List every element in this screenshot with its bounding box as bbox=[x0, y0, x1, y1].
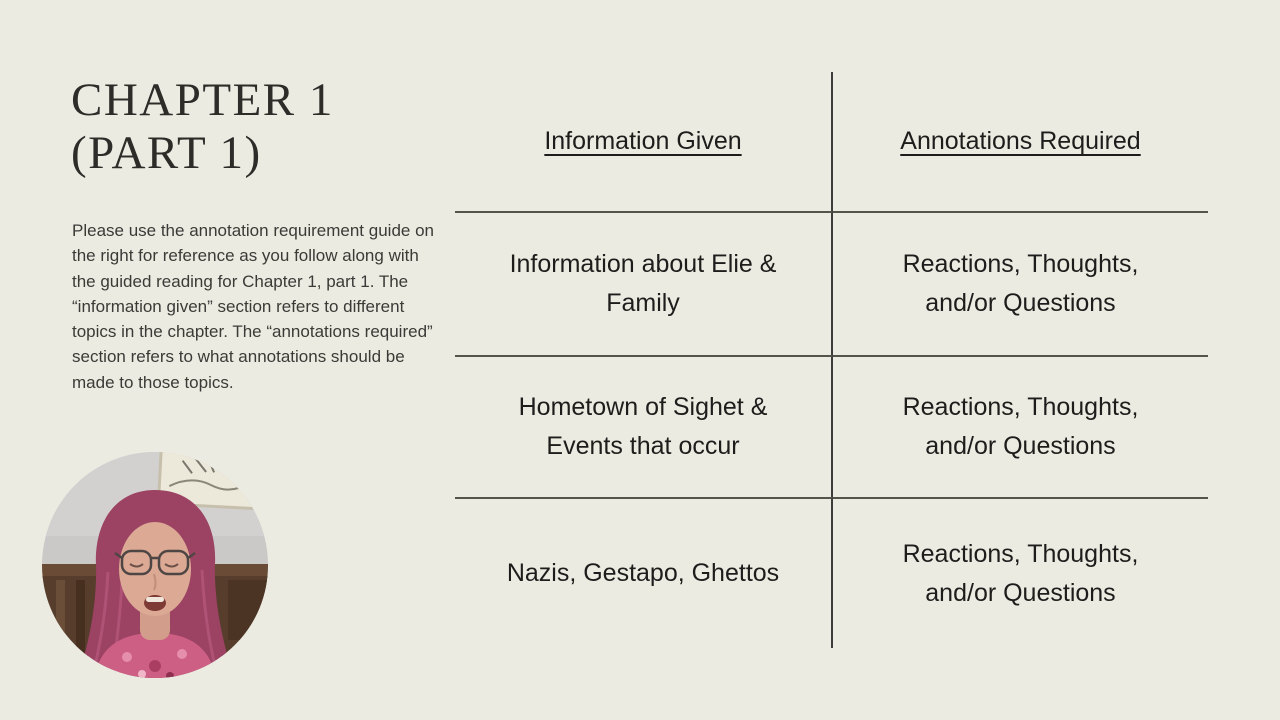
webcam-overlay bbox=[42, 452, 268, 678]
table-cell-annotation-row2: Reactions, Thoughts, and/or Questions bbox=[833, 355, 1208, 497]
cell-text: Hometown of Sighet & Events that occur bbox=[518, 393, 768, 460]
cell-text: Information about Elie & Family bbox=[509, 250, 777, 317]
slide-title: CHAPTER 1 (PART 1) bbox=[71, 74, 334, 180]
table-cell-annotation-row3: Reactions, Thoughts, and/or Questions bbox=[833, 497, 1208, 648]
header-label: Annotations Required bbox=[900, 127, 1141, 155]
table-header-information-given: Information Given bbox=[455, 72, 833, 211]
glasses bbox=[114, 549, 196, 576]
table-cell-info-row2: Hometown of Sighet & Events that occur bbox=[455, 355, 833, 497]
instructions-paragraph: Please use the annotation requirement gu… bbox=[72, 221, 434, 392]
cell-text: Reactions, Thoughts, and/or Questions bbox=[902, 393, 1139, 460]
title-line-1: CHAPTER 1 bbox=[71, 74, 334, 126]
table-cell-annotation-row1: Reactions, Thoughts, and/or Questions bbox=[833, 211, 1208, 355]
presenter-person bbox=[78, 490, 234, 678]
annotation-guide-table: Information Given Annotations Required I… bbox=[455, 72, 1208, 648]
cell-text: Nazis, Gestapo, Ghettos bbox=[506, 559, 780, 587]
table-header-annotations-required: Annotations Required bbox=[833, 72, 1208, 211]
cell-text: Reactions, Thoughts, and/or Questions bbox=[902, 250, 1139, 317]
header-label: Information Given bbox=[544, 127, 742, 155]
table-cell-info-row1: Information about Elie & Family bbox=[455, 211, 833, 355]
title-line-2: (PART 1) bbox=[71, 127, 262, 179]
table-cell-info-row3: Nazis, Gestapo, Ghettos bbox=[455, 497, 833, 648]
cell-text: Reactions, Thoughts, and/or Questions bbox=[902, 539, 1139, 607]
presenter-webcam-video bbox=[42, 452, 268, 678]
